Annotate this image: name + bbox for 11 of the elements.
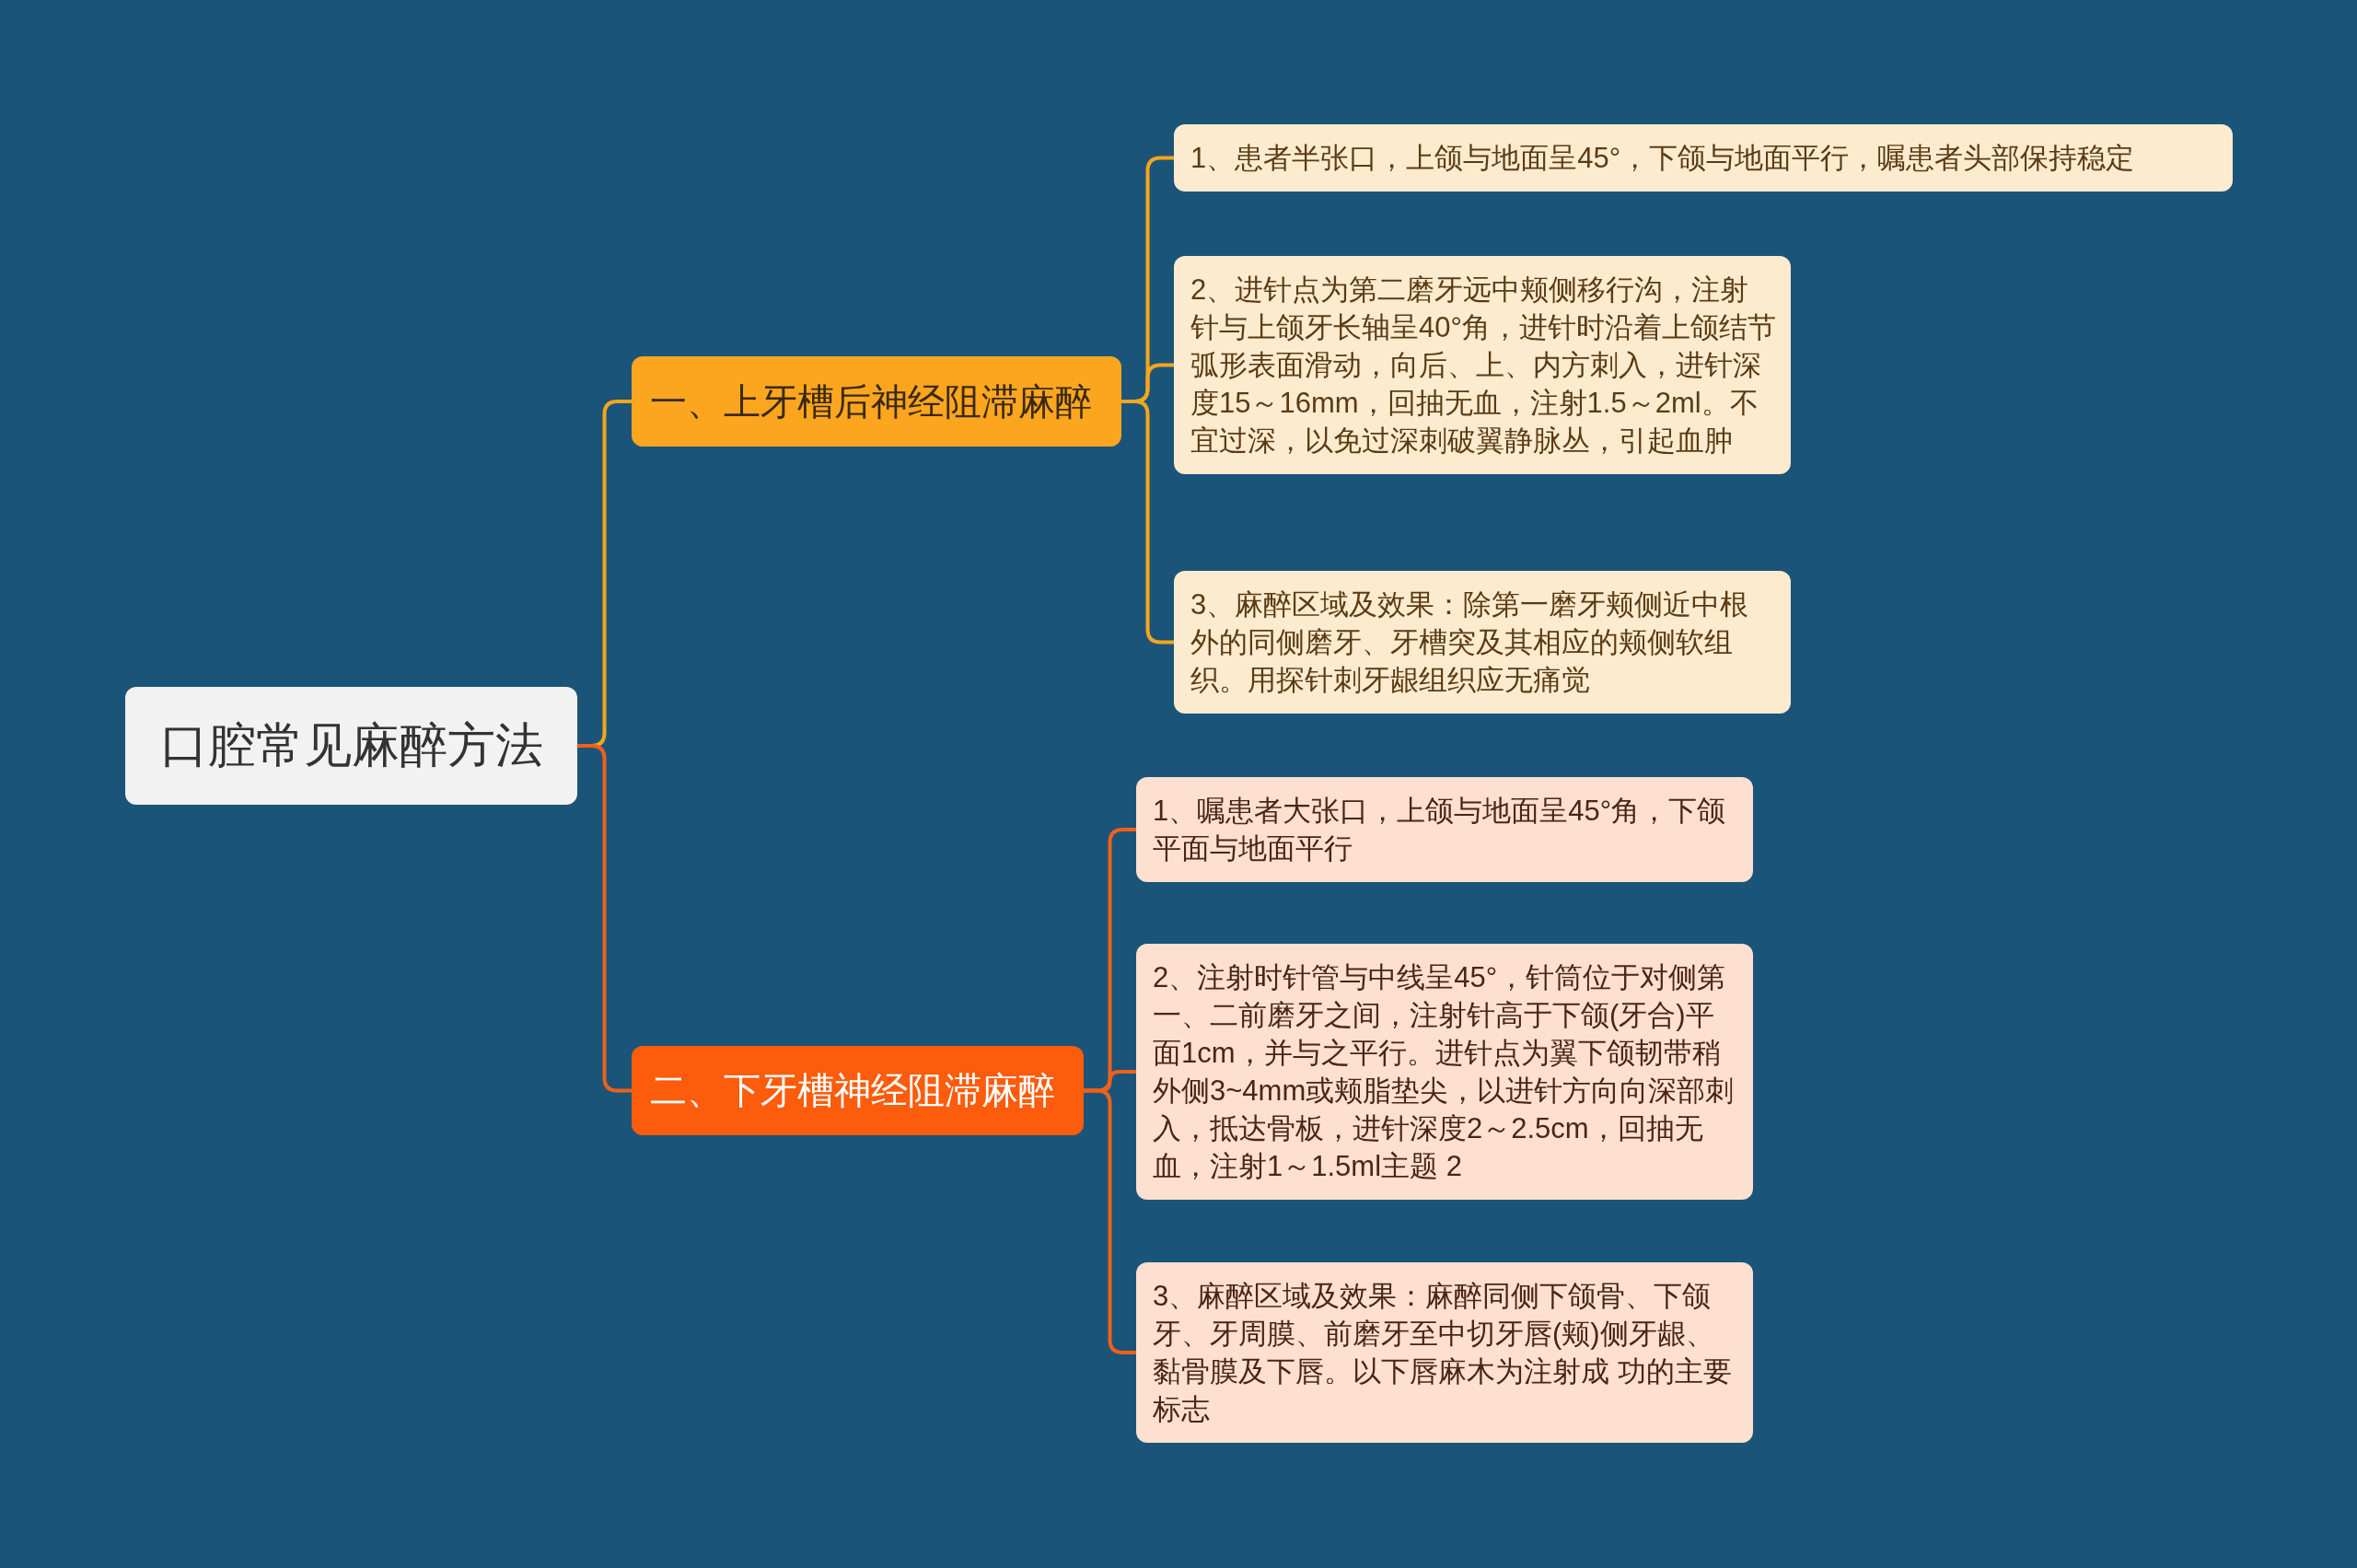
note-box: 3、麻醉区域及效果：除第一磨牙颊侧近中根外的同侧磨牙、牙槽突及其相应的颊侧软组织。用探针刺牙龈组织应无痛觉 — [1174, 571, 1791, 714]
connector-line — [1121, 400, 1174, 645]
note-box: 3、麻醉区域及效果：麻醉同侧下颌骨、下颌牙、牙周膜、前磨牙至中切牙唇(颊)侧牙龈、黏骨膜及下唇。以下唇麻木为注射成 功的主要标志 — [1136, 1262, 1753, 1443]
connector-line — [1084, 1088, 1136, 1354]
branch-topic-box: 一、上牙槽后神经阻滞麻醉 — [632, 356, 1121, 447]
note-box: 2、注射时针管与中线呈45°，针筒位于对侧第一、二前磨牙之间，注射针高于下颌(牙合)平面1cm，并与之平行。进针点为翼下颌韧带稍外侧3~4mm或颊脂垫尖，以进针方向向深部刺入，抵达骨板，进针深度2～2.5cm，回抽无血，注射1～1.5ml主题 2 — [1136, 944, 1753, 1200]
root-topic-box: 口腔常见麻醉方法 — [125, 687, 577, 805]
note-box: 1、患者半张口，上颌与地面呈45°，下颌与地面平行，嘱患者头部保持稳定 — [1174, 124, 2233, 192]
branch-topic-box: 二、下牙槽神经阻滞麻醉 — [632, 1046, 1084, 1135]
note-box: 2、进针点为第二磨牙远中颊侧移行沟，注射针与上颌牙长轴呈40°角，进针时沿着上颌结节弧形表面滑动，向后、上、内方刺入，进针深度15～16mm，回抽无血，注射1.5～2ml。不宜过深，以免过深刺破翼静脉丛，引起血肿 — [1174, 256, 1791, 474]
note-box: 1、嘱患者大张口，上颌与地面呈45°角，下颌平面与地面平行 — [1136, 777, 1753, 882]
